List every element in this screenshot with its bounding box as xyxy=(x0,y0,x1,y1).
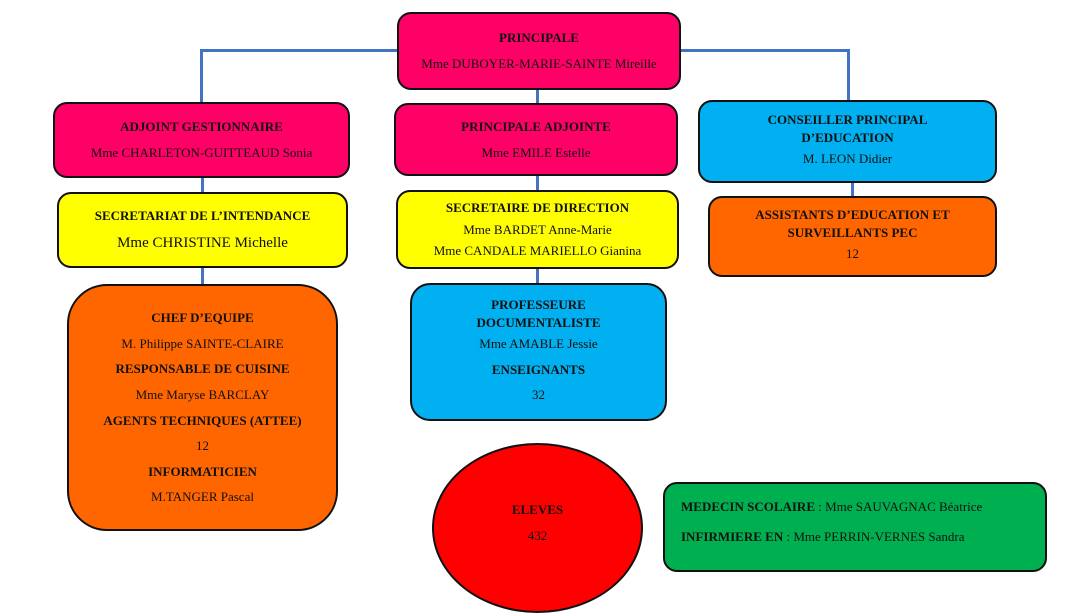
connector xyxy=(200,49,203,103)
person-name: Mme BARDET Anne-Marie xyxy=(463,221,612,237)
cpe-box: CONSEILLER PRINCIPAL D’EDUCATION M. LEON… xyxy=(698,100,997,183)
person-name: Mme DUBOYER-MARIE-SAINTE Mireille xyxy=(421,56,657,71)
person-name: : Mme SAUVAGNAC Béatrice xyxy=(815,499,983,514)
role-title: PRINCIPALE ADJOINTE xyxy=(461,118,611,134)
person-name: M.TANGER Pascal xyxy=(151,489,254,505)
person-name: Mme Maryse BARCLAY xyxy=(135,386,270,402)
role-title: ELEVES xyxy=(511,502,564,517)
assistants-box: ASSISTANTS D’EDUCATION ET SURVEILLANTS P… xyxy=(708,196,997,277)
connector xyxy=(851,182,854,197)
role-title: SECRETARIAT DE L’INTENDANCE xyxy=(94,208,311,224)
count: 32 xyxy=(532,387,545,403)
connector xyxy=(847,49,850,101)
person-name: M. LEON Didier xyxy=(802,151,893,167)
person-name: Mme CHRISTINE Michelle xyxy=(117,234,288,251)
adjoint-gestionnaire-box: ADJOINT GESTIONNAIRE Mme CHARLETON-GUITT… xyxy=(53,102,350,178)
role-title: AGENTS TECHNIQUES (ATTEE) xyxy=(103,412,302,428)
role-title: ENSEIGNANTS xyxy=(491,361,586,377)
count: 432 xyxy=(527,527,548,543)
documentaliste-box: PROFESSEURE DOCUMENTALISTE Mme AMABLE Je… xyxy=(410,283,667,421)
role-title: CONSEILLER PRINCIPAL D’EDUCATION xyxy=(767,112,928,145)
count: 12 xyxy=(846,246,859,262)
connector xyxy=(680,49,850,52)
person-name: Mme AMABLE Jessie xyxy=(479,336,598,352)
role-title: INFIRMIERE EN xyxy=(681,528,784,544)
person-name: Mme CHARLETON-GUITTEAUD Sonia xyxy=(90,145,313,160)
eleves-ellipse: ELEVES 432 xyxy=(432,443,643,613)
role-title: PROFESSEURE DOCUMENTALISTE xyxy=(476,297,601,330)
secretariat-intendance-box: SECRETARIAT DE L’INTENDANCE Mme CHRISTIN… xyxy=(57,192,348,268)
role-title: INFORMATICIEN xyxy=(148,463,257,479)
person-name: Mme EMILE Estelle xyxy=(481,144,591,160)
role-title: SECRETAIRE DE DIRECTION xyxy=(445,200,630,216)
role-title: CHEF D’EQUIPE xyxy=(151,310,254,326)
role-title: ADJOINT GESTIONNAIRE xyxy=(120,119,283,135)
sante-box: MEDECIN SCOLAIRE : Mme SAUVAGNAC Béatric… xyxy=(663,482,1047,572)
person-name: M. Philippe SAINTE-CLAIRE xyxy=(121,335,284,351)
connector xyxy=(200,49,398,52)
role-title: RESPONSABLE DE CUISINE xyxy=(115,361,290,377)
principale-box: PRINCIPALE Mme DUBOYER-MARIE-SAINTE Mire… xyxy=(397,12,681,90)
secretaire-direction-box: SECRETAIRE DE DIRECTION Mme BARDET Anne-… xyxy=(396,190,679,269)
person-name: Mme CANDALE MARIELLO Gianina xyxy=(433,243,642,259)
equipe-box: CHEF D’EQUIPE M. Philippe SAINTE-CLAIRE … xyxy=(67,284,338,531)
count: 12 xyxy=(196,438,209,454)
principale-adjointe-box: PRINCIPALE ADJOINTE Mme EMILE Estelle xyxy=(394,103,678,176)
person-name: : Mme PERRIN-VERNES Sandra xyxy=(783,528,965,544)
role-title: ASSISTANTS D’EDUCATION ET SURVEILLANTS P… xyxy=(755,207,950,240)
connector xyxy=(536,89,539,284)
role-title: PRINCIPALE xyxy=(499,30,579,46)
role-title: MEDECIN SCOLAIRE xyxy=(681,499,815,514)
